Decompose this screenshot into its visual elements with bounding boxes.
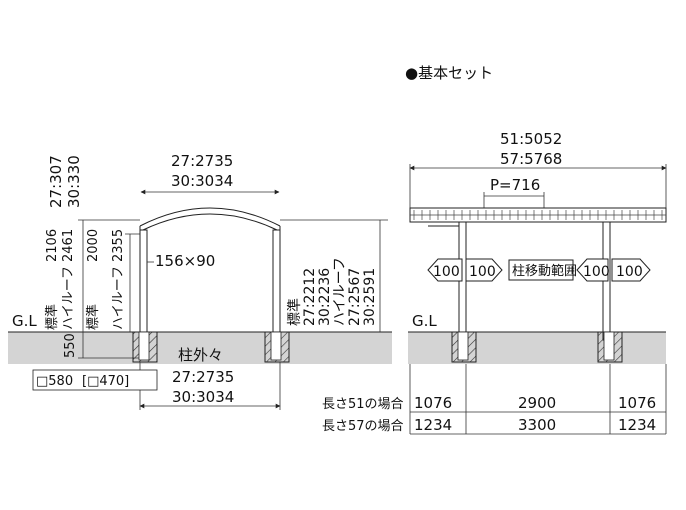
- table-row-0-b: 2900: [518, 394, 556, 412]
- side-pitch: P=716: [490, 176, 540, 194]
- front-bottom-27: 27:2735: [172, 368, 234, 386]
- front-width-27: 27:2735: [171, 152, 233, 170]
- front-inner-high-label: ハイルーフ: [111, 266, 126, 330]
- front-right-std-27: 27:2212: [302, 268, 318, 326]
- front-right-std-30: 30:2236: [317, 268, 333, 326]
- front-right-std-label: 標準: [287, 298, 303, 326]
- front-depth: 550: [63, 333, 78, 358]
- side-gl: G.L: [412, 312, 437, 330]
- front-right-high-label: ハイルーフ: [332, 257, 348, 326]
- front-post-outer-label: 柱外々: [178, 346, 223, 364]
- front-inner-std-label: 標準: [85, 304, 101, 330]
- front-std-height: 2106: [45, 229, 60, 262]
- title: ●基本セット: [405, 64, 493, 82]
- side-length-57: 57:5768: [500, 150, 562, 168]
- front-std-label: 標準: [44, 304, 60, 330]
- front-right-high-30: 30:2591: [362, 268, 378, 326]
- table-row-1-label: 長さ57の場合: [322, 419, 404, 434]
- front-post-left: [139, 229, 148, 341]
- front-width-30: 30:3034: [171, 172, 233, 190]
- front-inner-std: 2000: [86, 229, 101, 262]
- front-view: 27:307 30:330 2106 2461 標準 ハイルーフ 2000 23…: [8, 152, 392, 410]
- table-row-0-a: 1076: [414, 394, 452, 412]
- front-inner-high: 2355: [111, 229, 126, 262]
- table-row-1-c: 1234: [618, 416, 656, 434]
- front-footing-580: □580: [36, 374, 73, 389]
- table-row-1-a: 1234: [414, 416, 452, 434]
- front-post-right: [272, 229, 281, 341]
- side-length-51: 51:5052: [500, 130, 562, 148]
- table-row-0-label: 長さ51の場合: [322, 397, 404, 412]
- front-ground: [8, 332, 392, 364]
- front-post-size: 156×90: [155, 252, 215, 270]
- table-row-0-c: 1076: [618, 394, 656, 412]
- front-gl: G.L: [12, 312, 37, 330]
- side-ground: [408, 332, 666, 364]
- front-roof-outer: [139, 207, 281, 227]
- length-table: 長さ51の場合 1076 2900 1076 長さ57の場合 1234 3300…: [322, 394, 666, 435]
- front-height-27: 27:307: [47, 155, 65, 208]
- front-roof-inner: [142, 213, 278, 231]
- side-move-label: 柱移動範囲: [512, 264, 577, 279]
- front-high-height: 2461: [61, 229, 76, 262]
- front-high-label: ハイルーフ: [61, 266, 76, 330]
- table-row-1-b: 3300: [518, 416, 556, 434]
- front-height-30: 30:330: [65, 155, 83, 208]
- front-bottom-30: 30:3034: [172, 388, 234, 406]
- side-move-arrow-left: [427, 258, 463, 282]
- side-view: G.L 51:5052 57:5768 P=716 100 100 柱移動範囲: [408, 130, 667, 434]
- side-move-left-1: 100: [433, 264, 460, 280]
- side-move-left-2: 100: [469, 264, 496, 280]
- front-footing-470: [□470]: [82, 374, 129, 389]
- side-move-right-1: 100: [583, 264, 610, 280]
- side-move-right-2: 100: [616, 264, 643, 280]
- front-right-high-27: 27:2567: [347, 268, 363, 326]
